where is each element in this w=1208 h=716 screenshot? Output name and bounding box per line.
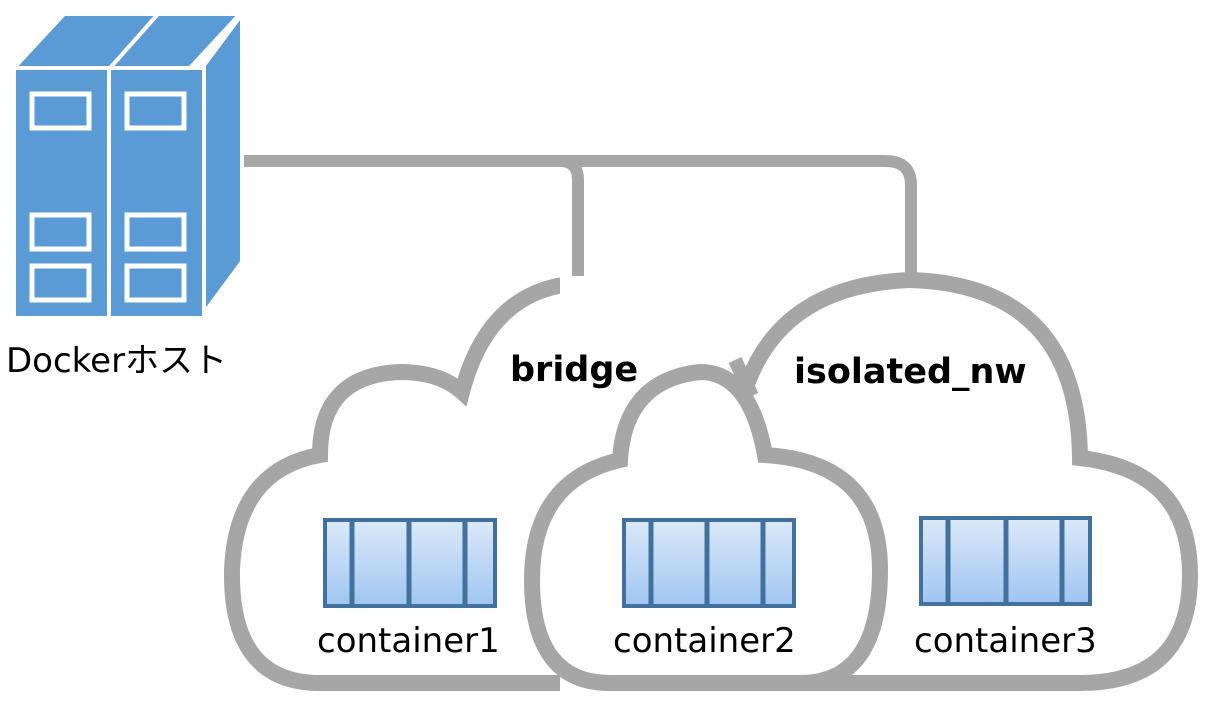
- isolated-network-label: isolated_nw: [794, 352, 1027, 392]
- bridge-network-label: bridge: [510, 350, 639, 390]
- host-network-line: [238, 155, 917, 276]
- server-icon: [9, 7, 245, 323]
- container-icon: [622, 518, 796, 608]
- container-icon: [323, 518, 497, 608]
- container3-label: container3: [914, 621, 1097, 661]
- container2-label: container2: [613, 621, 796, 661]
- container-icon: [919, 516, 1092, 606]
- host-label: Dockerホスト: [6, 341, 228, 381]
- cloud-seam: [728, 357, 759, 399]
- container1-label: container1: [317, 621, 500, 661]
